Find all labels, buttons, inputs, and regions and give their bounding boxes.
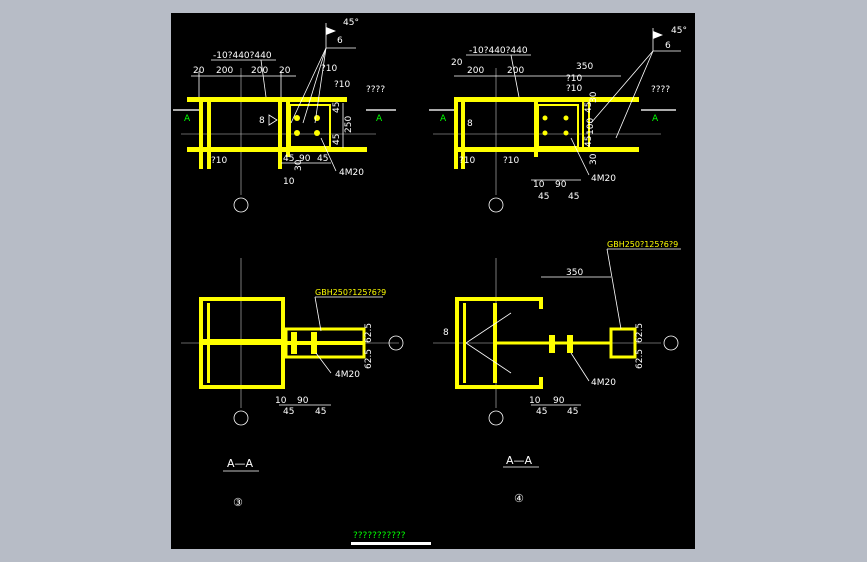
- dim-right-1-4: 45: [584, 102, 594, 113]
- detail4-plan: 20 200 200 350 -10?440?440 45° 6 ?10 ?10…: [429, 26, 687, 213]
- weld-flag-icon-4: [653, 31, 663, 39]
- plate-spec-4: -10?440?440: [469, 46, 528, 56]
- dim-62-1: 62.5: [364, 323, 374, 343]
- bolts-section-4: [549, 335, 573, 353]
- bottom-flange: [187, 147, 367, 152]
- beam-spec-4: GBH250?125?6?9: [607, 240, 678, 249]
- section-label: A—A: [227, 457, 254, 470]
- column-channel: [455, 297, 543, 389]
- dim-200b-4: 200: [507, 66, 524, 76]
- bolt-spec: 4M20: [339, 168, 364, 178]
- detail3-plan: 20 200 200 20 -10?440?440 45° 6 ?10 ?10 …: [173, 18, 396, 213]
- dim-20a: 20: [193, 66, 205, 76]
- note-q-4: ????: [651, 85, 670, 95]
- dim-right-2: 250: [344, 116, 354, 133]
- dim-bot-45a: 45: [283, 407, 294, 417]
- dim-bot-10: 10: [275, 396, 287, 406]
- dim-bot-45b: 45: [315, 407, 326, 417]
- dim-bot-10-4: 10: [529, 396, 541, 406]
- axis-bubble-4: [488, 197, 504, 213]
- detail4-section: 350 GBH250?125?6?9 8 62.5 62.5 4M20 10 9…: [433, 240, 681, 505]
- weld-45: 45°: [343, 18, 359, 28]
- dim-right-1: 45: [332, 102, 342, 113]
- dim-30b-4: 30: [589, 153, 599, 165]
- axis-bubble-section: [388, 335, 404, 351]
- weld-10b-4: ?10: [566, 84, 583, 94]
- dim-bot-90-4: 90: [553, 396, 565, 406]
- dim-right-3-4: 45: [584, 136, 594, 147]
- section-a-right-4: A: [652, 114, 659, 124]
- section-a-right: A: [376, 114, 383, 124]
- dim-bottom-3: 45: [317, 154, 328, 164]
- col-flange-right2: [286, 97, 290, 157]
- dim-bot-45a-4: 45: [536, 407, 547, 417]
- detail-number: ③: [233, 496, 243, 509]
- dim-20-4: 20: [451, 58, 463, 68]
- dim-350-sec: 350: [566, 268, 583, 278]
- dim-bottom-1-4: 10: [533, 180, 545, 190]
- weld-10a: ?10: [321, 64, 338, 74]
- weld-flag-icon: [326, 27, 336, 35]
- weld-8-sec: 8: [443, 328, 449, 338]
- dim-bottom-2-4: 90: [555, 180, 567, 190]
- dim-right-3: 45: [332, 134, 342, 145]
- detail-number-4: ④: [514, 492, 524, 505]
- beam-stub: [289, 104, 331, 148]
- section-label-4: A—A: [506, 454, 533, 467]
- dim-62-1-4: 62.5: [635, 323, 645, 343]
- weld-10c-4: ?10: [459, 156, 476, 166]
- bolt-spec-4: 4M20: [591, 174, 616, 184]
- dim-bottom-2: 90: [299, 154, 311, 164]
- footer-underline: [351, 542, 431, 545]
- dim-bot-90: 90: [297, 396, 309, 406]
- top-flange-4: [454, 97, 639, 102]
- weld-8: 8: [259, 116, 265, 126]
- dim-350-4: 350: [576, 62, 593, 72]
- beam-section-4: [609, 327, 637, 359]
- weld-45-4: 45°: [671, 26, 687, 36]
- dim-62-2: 62.5: [364, 349, 374, 369]
- section-a-left: A: [184, 114, 191, 124]
- cad-drawing: 20 200 200 20 -10?440?440 45° 6 ?10 ?10 …: [173, 18, 687, 545]
- axis-bubble: [233, 197, 249, 213]
- dim-62-2-4: 62.5: [635, 349, 645, 369]
- plate-spec: -10?440?440: [213, 51, 272, 61]
- col-flange-left-4: [454, 97, 458, 169]
- note-q: ????: [366, 85, 385, 95]
- dim-30a: 30: [294, 159, 304, 171]
- footer-title: ???????????: [353, 531, 406, 541]
- dim-bottom-1: 45: [283, 154, 294, 164]
- dim-right-2-4: 100: [586, 118, 596, 135]
- detail3-section: GBH250?125?6?9 62.5 62.5 4M20 10 45 90 4…: [181, 258, 404, 509]
- weld-10a-4: ?10: [566, 74, 583, 84]
- dim-200a: 200: [216, 66, 233, 76]
- section-a-left-4: A: [440, 114, 447, 124]
- bolts-plan: [294, 115, 320, 136]
- dim-200b: 200: [251, 66, 268, 76]
- dim-bottom-3-4: 45: [538, 192, 549, 202]
- col-flange-right: [278, 97, 282, 169]
- dim-10: 10: [283, 177, 295, 187]
- dim-bottom-4-4: 45: [568, 192, 579, 202]
- dim-20b: 20: [279, 66, 291, 76]
- bolts-plan-4: [542, 115, 569, 136]
- weld-8-4: 8: [467, 119, 473, 129]
- dim-bot-45b-4: 45: [567, 407, 578, 417]
- top-flange: [187, 97, 347, 102]
- weld-10b: ?10: [334, 80, 351, 90]
- dim-30a-4: 30: [589, 91, 599, 103]
- weld-6-4: 6: [665, 41, 671, 51]
- col-flange-left2: [207, 97, 211, 169]
- bolt-spec-section: 4M20: [335, 370, 360, 380]
- weld-10c: ?10: [211, 156, 228, 166]
- col-flange-left: [199, 97, 203, 169]
- beam-spec: GBH250?125?6?9: [315, 288, 386, 297]
- svg-text:?10: ?10: [503, 156, 520, 166]
- dim-200a-4: 200: [467, 66, 484, 76]
- weld-6: 6: [337, 36, 343, 46]
- bottom-flange-4: [454, 147, 639, 152]
- drawing-canvas: 20 200 200 20 -10?440?440 45° 6 ?10 ?10 …: [171, 13, 695, 549]
- bolt-spec-sec-4: 4M20: [591, 378, 616, 388]
- bolts-section: [291, 332, 317, 354]
